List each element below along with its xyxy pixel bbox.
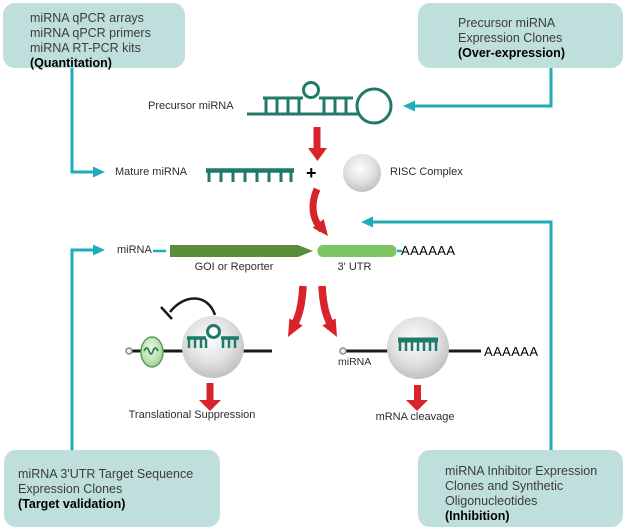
poly-a-target-label: AAAAAA xyxy=(484,344,539,359)
overexpression-box: Precursor miRNA Expression Clones (Over-… xyxy=(418,3,623,68)
target-validation-emphasis: (Target validation) xyxy=(18,497,126,511)
utr-bar xyxy=(317,245,397,257)
bound-mirna-duplex-icon xyxy=(398,337,438,351)
bound-mirna-hairpin-icon xyxy=(187,324,239,348)
quantitation-line: miRNA RT-PCR kits xyxy=(30,41,141,55)
red-branch-right-arrow-icon xyxy=(318,285,337,337)
red-branch-left-arrow-icon xyxy=(288,285,307,337)
quantitation-line: miRNA qPCR primers xyxy=(30,26,151,40)
inhibition-emphasis: (Inhibition) xyxy=(445,509,510,523)
mature-mirna-label: Mature miRNA xyxy=(115,166,188,178)
precursor-mirna-label: Precursor miRNA xyxy=(148,100,234,112)
red-curved-arrow-icon xyxy=(309,187,328,236)
overexpression-emphasis: (Over-expression) xyxy=(458,46,565,60)
inhibition-connector-arrow xyxy=(361,216,553,450)
red-down-arrow-cleavage-icon xyxy=(406,385,428,411)
risc-sphere-icon xyxy=(343,154,381,192)
overexpression-line: Expression Clones xyxy=(458,31,563,45)
inhibition-line: miRNA Inhibitor Expression xyxy=(445,464,598,478)
goi-bar xyxy=(170,245,313,257)
mature-mirna-comb-icon xyxy=(206,168,294,182)
target-validation-connector-arrow xyxy=(70,244,105,450)
risc-sphere-suppression-icon xyxy=(182,316,244,378)
plus-sign: + xyxy=(306,163,317,183)
quantitation-connector-arrow xyxy=(70,68,105,178)
quantitation-box: miRNA qPCR arrays miRNA qPCR primers miR… xyxy=(3,3,185,70)
mirna-reporter-label: miRNA xyxy=(117,244,152,256)
overexpression-line: Precursor miRNA xyxy=(458,16,556,30)
quantitation-line: miRNA qPCR arrays xyxy=(30,11,144,25)
risc-complex-label: RISC Complex xyxy=(390,166,463,178)
three-prime-utr-label: 3' UTR xyxy=(337,261,372,273)
overexpression-connector-arrow xyxy=(403,68,553,112)
quantitation-emphasis: (Quantitation) xyxy=(30,56,112,70)
red-down-arrow-suppression-icon xyxy=(199,383,221,411)
inhibition-arc-icon xyxy=(160,297,217,320)
red-down-arrow-icon xyxy=(308,127,327,161)
goi-or-reporter-label: GOI or Reporter xyxy=(194,261,274,273)
pre-mirna-hairpin-icon xyxy=(247,81,393,125)
ribosome-squiggle xyxy=(143,347,159,355)
target-validation-line: miRNA 3'UTR Target Sequence xyxy=(18,467,194,481)
target-validation-box: miRNA 3'UTR Target Sequence Expression C… xyxy=(4,450,220,527)
inhibition-line: Clones and Synthetic xyxy=(445,479,564,493)
translational-suppression-label: Translational Suppression xyxy=(128,409,256,421)
target-validation-line: Expression Clones xyxy=(18,482,123,496)
reporter-construct xyxy=(153,245,402,257)
inhibition-box: miRNA Inhibitor Expression Clones and Sy… xyxy=(418,450,623,527)
mrna-cleavage-label: mRNA cleavage xyxy=(375,411,455,423)
poly-a-reporter-label: AAAAAA xyxy=(401,243,456,258)
mirna-target-label: miRNA xyxy=(338,356,372,368)
inhibition-line: Oligonucleotides xyxy=(445,494,538,508)
